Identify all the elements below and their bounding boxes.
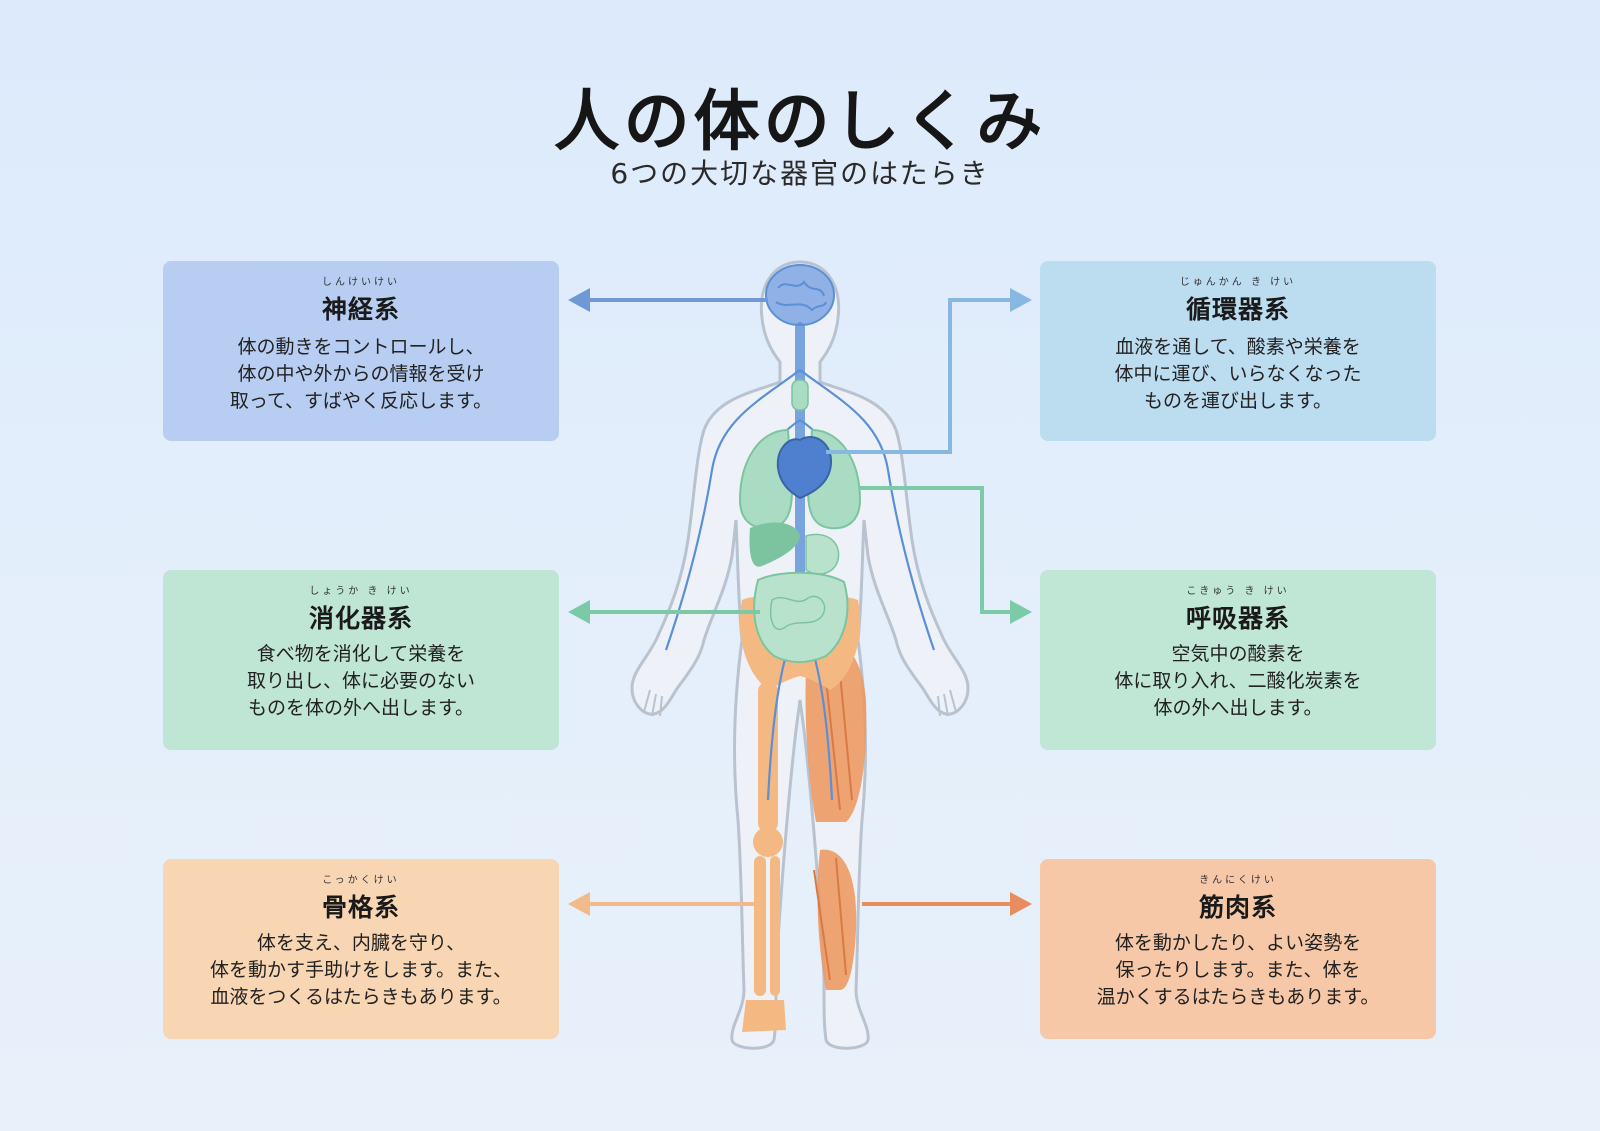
digestive-organs bbox=[749, 522, 849, 663]
name-digestive: 消化器系 bbox=[308, 604, 413, 633]
card-circulatory-system: じゅんかん き けい 循環器系 血液を通して、酸素や栄養を 体中に運び、いらなく… bbox=[1040, 261, 1436, 441]
desc-respiratory: 空気中の酸素を 体に取り入れ、二酸化炭素を 体の外へ出します。 bbox=[1040, 641, 1436, 722]
connector-digestive bbox=[568, 600, 760, 624]
desc-line: 体を動かす手助けをします。また、 bbox=[209, 959, 513, 981]
name-muscular: 筋肉系 bbox=[1198, 893, 1277, 922]
desc-line: 体の外へ出します。 bbox=[1153, 697, 1323, 719]
desc-line: 取り出し、体に必要のない bbox=[246, 670, 475, 692]
card-digestive-system: しょうか き けい 消化器系 食べ物を消化して栄養を 取り出し、体に必要のない … bbox=[163, 570, 559, 750]
desc-line: ものを体の外へ出します。 bbox=[247, 697, 475, 719]
ruby-skeletal: こっかくけい bbox=[322, 875, 400, 886]
desc-line: 体に取り入れ、二酸化炭素を bbox=[1114, 670, 1362, 692]
page-subtitle: 6つの大切な器官のはたらき bbox=[610, 157, 990, 190]
page-title: 人の体のしくみ bbox=[553, 83, 1047, 160]
desc-nervous: 体の動きをコントロールし、 体の中や外からの情報を受け 取って、すばやく反応しま… bbox=[163, 334, 559, 415]
desc-line: 保ったりします。また、体を bbox=[1115, 959, 1361, 981]
heart bbox=[776, 435, 833, 500]
desc-line: 血液をつくるはたらきもあります。 bbox=[210, 986, 512, 1008]
ruby-nervous: しんけいけい bbox=[322, 277, 400, 288]
connector-nervous bbox=[568, 288, 768, 312]
card-muscular-system: きんにくけい 筋肉系 体を動かしたり、よい姿勢を 保ったりします。また、体を 温… bbox=[1040, 859, 1436, 1039]
name-skeletal: 骨格系 bbox=[321, 893, 400, 922]
desc-digestive: 食べ物を消化して栄養を 取り出し、体に必要のない ものを体の外へ出します。 bbox=[163, 641, 559, 722]
desc-line: 体を動かしたり、よい姿勢を bbox=[1114, 932, 1362, 954]
desc-line: 体を支え、内臓を守り、 bbox=[256, 932, 466, 954]
connector-skeletal bbox=[568, 892, 756, 916]
ruby-digestive: しょうか き けい bbox=[309, 586, 413, 597]
ruby-respiratory: こきゅう き けい bbox=[1186, 586, 1290, 597]
desc-circulatory: 血液を通して、酸素や栄養を 体中に運び、いらなくなった ものを運び出します。 bbox=[1040, 334, 1436, 415]
desc-line: 体の中や外からの情報を受け bbox=[237, 363, 485, 385]
ruby-muscular: きんにくけい bbox=[1199, 875, 1277, 886]
desc-line: 取って、すばやく反応します。 bbox=[229, 390, 493, 412]
desc-line: 食べ物を消化して栄養を bbox=[256, 643, 466, 665]
desc-line: 体中に運び、いらなくなった bbox=[1114, 363, 1362, 385]
connector-respiratory bbox=[860, 486, 1032, 624]
card-respiratory-system: こきゅう き けい 呼吸器系 空気中の酸素を 体に取り入れ、二酸化炭素を 体の外… bbox=[1040, 570, 1436, 750]
name-nervous: 神経系 bbox=[321, 295, 400, 324]
hands bbox=[643, 689, 957, 717]
card-nervous-system: しんけいけい 神経系 体の動きをコントロールし、 体の中や外からの情報を受け 取… bbox=[163, 261, 559, 441]
desc-line: 空気中の酸素を bbox=[1171, 643, 1305, 665]
desc-skeletal: 体を支え、内臓を守り、 体を動かす手助けをします。また、 血液をつくるはたらきも… bbox=[163, 930, 559, 1011]
name-circulatory: 循環器系 bbox=[1185, 295, 1290, 324]
ruby-circulatory: じゅんかん き けい bbox=[1179, 277, 1297, 288]
connector-muscular bbox=[862, 892, 1032, 916]
desc-muscular: 体を動かしたり、よい姿勢を 保ったりします。また、体を 温かくするはたらきもあり… bbox=[1040, 930, 1436, 1011]
desc-line: 体の動きをコントロールし、 bbox=[237, 336, 485, 358]
desc-line: 温かくするはたらきもあります。 bbox=[1096, 986, 1380, 1008]
card-skeletal-system: こっかくけい 骨格系 体を支え、内臓を守り、 体を動かす手助けをします。また、 … bbox=[163, 859, 559, 1039]
desc-line: 血液を通して、酸素や栄養を bbox=[1115, 336, 1361, 358]
desc-line: ものを運び出します。 bbox=[1143, 390, 1333, 412]
name-respiratory: 呼吸器系 bbox=[1185, 604, 1290, 633]
connector-circulatory bbox=[826, 288, 1032, 454]
